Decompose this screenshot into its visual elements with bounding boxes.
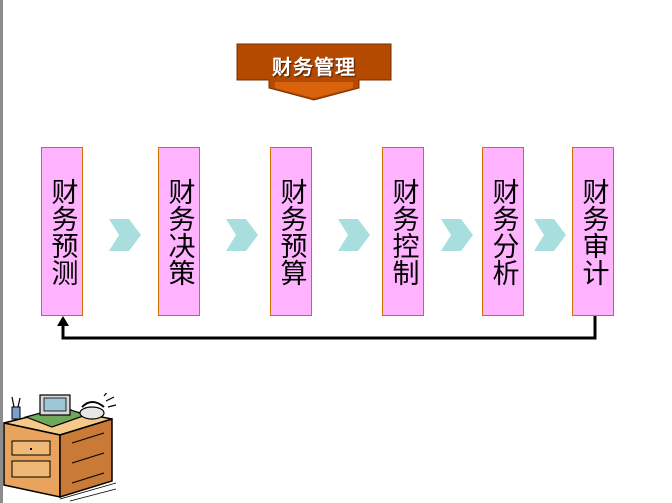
step-box-6: 财务审计 — [572, 147, 614, 316]
step-box-1: 财务预测 — [41, 147, 83, 316]
chevron-arrow-icon — [336, 215, 372, 255]
chevron-arrow-icon — [107, 215, 143, 255]
step-label: 财务分析 — [484, 178, 523, 286]
step-box-4: 财务控制 — [382, 147, 424, 316]
step-box-2: 财务决策 — [158, 147, 200, 316]
step-label: 财务审计 — [574, 178, 613, 286]
step-box-5: 财务分析 — [482, 147, 524, 316]
title-banner: 财务管理 — [235, 42, 393, 86]
step-box-3: 财务预算 — [270, 147, 312, 316]
step-label: 财务预算 — [272, 178, 311, 286]
step-label: 财务预测 — [43, 178, 82, 286]
step-label: 财务控制 — [384, 178, 423, 286]
page-title: 财务管理 — [235, 51, 393, 80]
chevron-arrow-icon — [532, 215, 568, 255]
desk-clipart-icon — [0, 393, 118, 503]
chevron-arrow-icon — [439, 215, 475, 255]
step-label: 财务决策 — [160, 178, 199, 286]
chevron-arrow-icon — [224, 215, 260, 255]
